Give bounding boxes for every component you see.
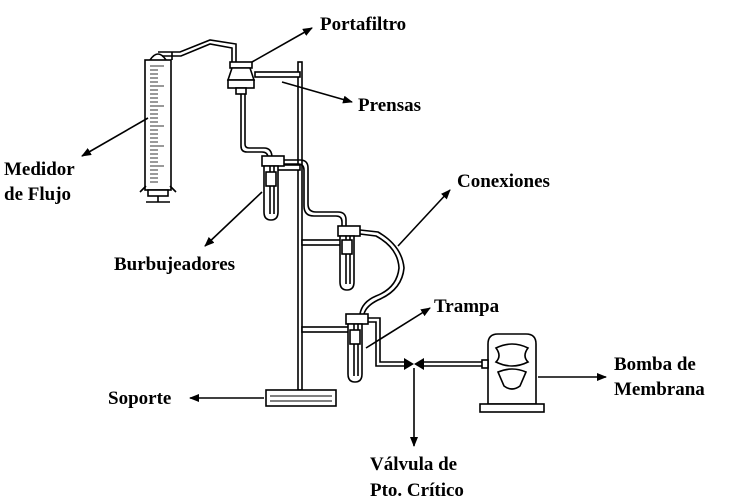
label-valvula-line1: Válvula de — [370, 454, 457, 475]
clamp-arm-2 — [301, 239, 345, 246]
arrow-conexiones — [397, 189, 451, 247]
label-soporte: Soporte — [108, 388, 171, 409]
label-medidor-line2: de Flujo — [4, 184, 71, 205]
label-trampa: Trampa — [434, 296, 500, 317]
label-valvula-line2: Pto. Crítico — [370, 480, 464, 501]
bubbler-2 — [337, 225, 361, 291]
critical-valve — [404, 358, 424, 370]
label-portafiltro: Portafiltro — [320, 14, 406, 35]
arrow-portafiltro — [251, 27, 313, 63]
label-burbujeadores: Burbujeadores — [114, 254, 235, 275]
label-prensas: Prensas — [358, 95, 421, 116]
clamp-arm-top — [254, 71, 301, 78]
filter-holder — [226, 61, 256, 118]
arrow-burbujeadores — [204, 191, 263, 247]
trap — [345, 313, 369, 383]
clamp-arm-3 — [301, 326, 353, 333]
membrane-pump — [479, 333, 545, 413]
stand-base — [265, 389, 337, 407]
label-medidor-line1: Medidor — [4, 159, 75, 180]
label-conexiones: Conexiones — [457, 171, 550, 192]
bubbler-1 — [261, 155, 285, 221]
flow-meter — [139, 39, 237, 203]
label-bomba-line2: Membrana — [614, 379, 705, 400]
arrow-trampa — [365, 307, 431, 349]
label-bomba-line1: Bomba de — [614, 354, 696, 375]
stand-rod — [297, 61, 303, 391]
arrow-medidor — [81, 117, 149, 157]
arrow-prensas — [281, 81, 353, 104]
